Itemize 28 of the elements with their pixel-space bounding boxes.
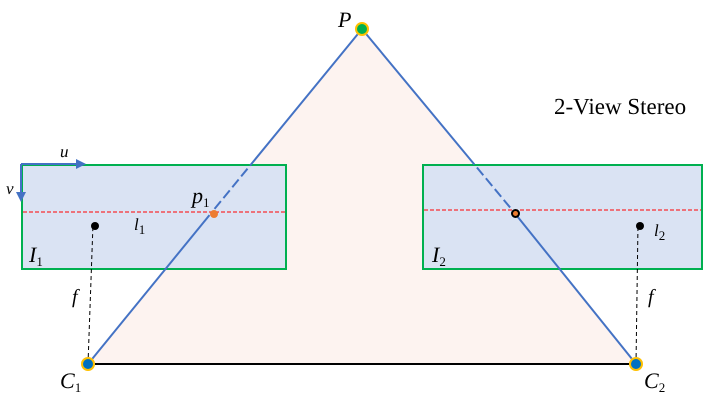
connector-line — [92, 214, 210, 360]
axis-label: l$_{1}$ — [134, 216, 146, 236]
connector-line — [636, 228, 638, 358]
point-marker — [81, 357, 95, 371]
image-plane — [422, 164, 703, 270]
connector-line — [214, 34, 358, 210]
point-marker — [355, 22, 369, 36]
point-label: P — [338, 9, 352, 31]
axis-label: l$_{2}$ — [654, 222, 666, 242]
point-marker — [210, 210, 218, 218]
connector-line — [95, 363, 629, 365]
plane-label: I$_{2}$ — [432, 244, 446, 268]
plane-label: I$_{1}$ — [29, 244, 43, 268]
point-marker — [91, 222, 99, 230]
point-marker — [629, 357, 643, 371]
axis-label: v — [6, 180, 14, 197]
connector-line — [88, 228, 94, 358]
edge-label: f — [72, 287, 78, 307]
point-marker — [636, 222, 644, 230]
connector-line — [366, 34, 511, 208]
axis-label: u — [60, 143, 68, 160]
point-label: C$_{1}$ — [60, 370, 82, 394]
image-plane — [21, 164, 287, 270]
point-label: p$_{1}$ — [192, 185, 210, 209]
point-marker — [510, 208, 520, 218]
diagram-title: 2-View Stereo — [554, 94, 686, 120]
edge-label: f — [648, 287, 654, 307]
point-label: C$_{2}$ — [644, 370, 666, 394]
